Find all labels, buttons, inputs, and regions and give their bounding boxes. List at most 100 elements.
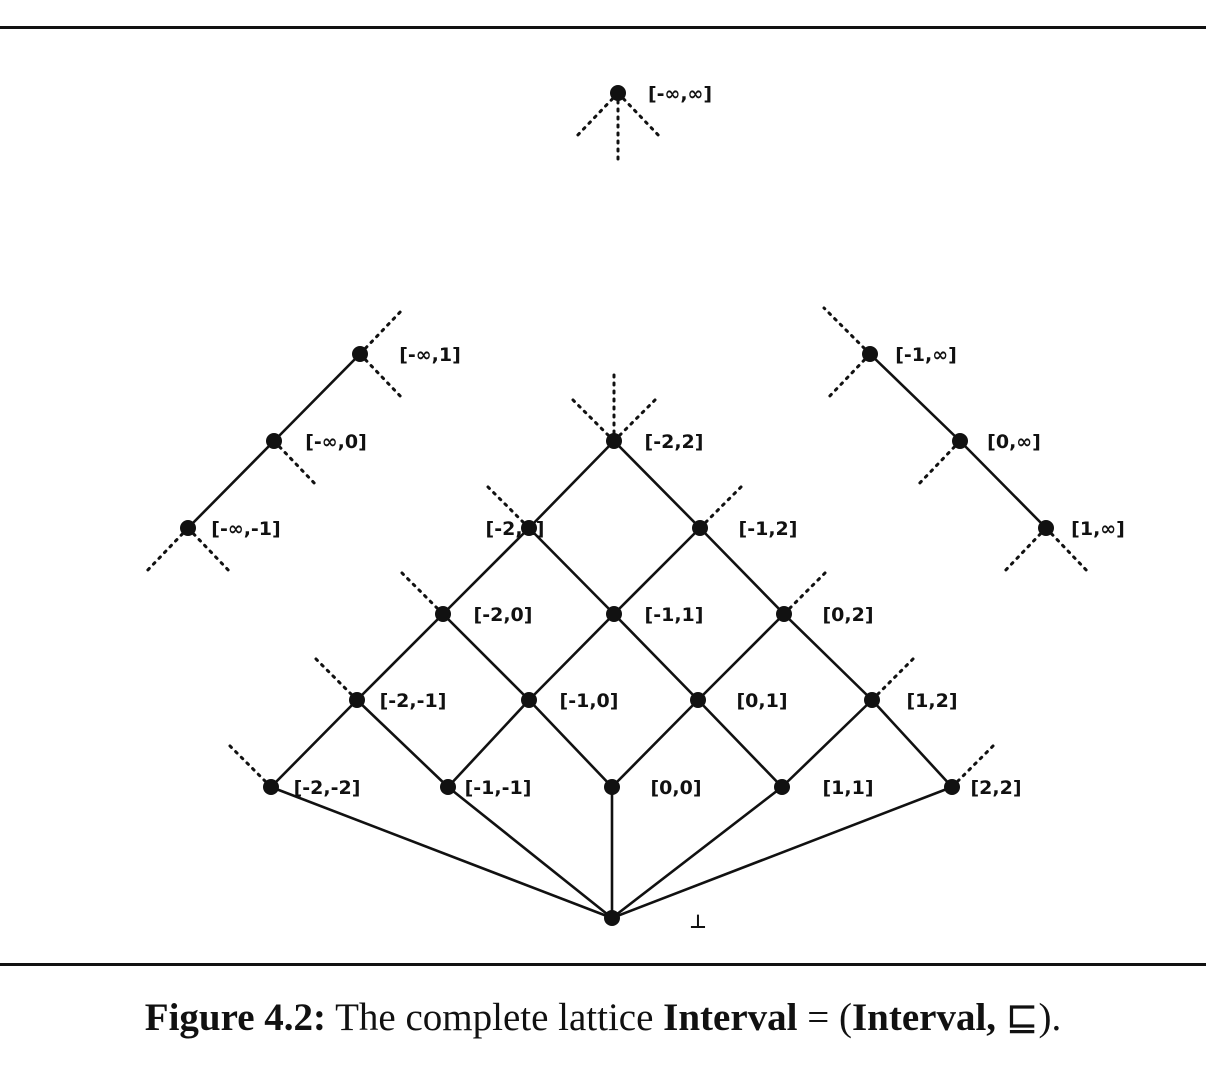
node-n_inf_m1 [180,520,196,536]
node-i_m2_2 [606,433,622,449]
node-i_2_2 [944,779,960,795]
edge-bottom-i_m1_m1 [447,785,613,920]
node-i_1_1 [774,779,790,795]
node-label-i_m2_2: [-2,2] [645,431,704,453]
dotted-stub-i_m2_2 [568,395,616,443]
node-label-i_1_2: [1,2] [906,690,957,712]
dotted-stub-n_inf_m1 [142,526,190,576]
node-i_m1_2 [692,520,708,536]
node-label-p_0_inf: [0,∞] [987,431,1041,453]
node-p_m1_inf [862,346,878,362]
edge-i_m1_0-i_m2_0 [442,613,530,701]
dotted-stub-n_inf_1 [358,306,406,356]
node-i_0_1 [690,692,706,708]
bottom-rule [0,963,1206,966]
edge-i_0_1-i_0_2 [697,613,785,701]
node-label-i_m2_1: [-2,1] [486,518,545,540]
node-label-i_1_1: [1,1] [822,777,873,799]
node-label-i_m1_m1: [-1,-1] [465,777,532,799]
node-label-i_m2_m2: [-2,-2] [294,777,361,799]
edge-i_m1_1-i_m1_2 [613,527,701,615]
node-label-i_2_2: [2,2] [970,777,1021,799]
node-label-i_0_1: [0,1] [736,690,787,712]
edge-i_m2_m1-i_m2_0 [356,613,444,701]
dotted-stub-n_inf_0 [272,439,320,489]
dotted-stub-top [572,91,620,141]
dotted-stub-p_0_inf [914,439,962,489]
node-label-i_0_2: [0,2] [822,604,873,626]
edge-i_1_1-i_1_2 [781,699,873,788]
continuation-stubs [142,91,1092,789]
node-i_1_2 [864,692,880,708]
edge-i_m1_1-i_m2_1 [528,527,615,615]
edge-i_0_0-i_m1_0 [528,699,613,788]
node-bottom [604,910,620,926]
dotted-stub-i_m1_2 [698,482,746,530]
edge-bottom-i_m2_m2 [270,785,613,920]
edge-i_m1_m1-i_m2_m1 [356,699,449,788]
node-label-p_m1_inf: [-1,∞] [895,344,957,366]
caption-equals: = [807,996,830,1039]
dotted-stub-i_m2_m2 [225,741,273,789]
edge-i_1_1-i_0_1 [697,699,783,788]
edge-i_m2_m2-i_m2_m1 [270,699,358,788]
top-rule [0,26,1206,29]
nodes [180,85,1054,926]
caption-open-paren: ( [838,996,852,1039]
node-i_m2_m1 [349,692,365,708]
dotted-stub-p_m1_inf [822,306,872,356]
node-label-i_m2_m1: [-2,-1] [380,690,447,712]
edge-i_m1_m1-i_m1_0 [447,699,530,788]
edge-i_m1_2-i_m2_2 [613,440,701,529]
dotted-stub-i_1_2 [870,654,918,702]
caption-close: ). [1038,996,1062,1039]
caption-order-symbol: ⊑ [1005,996,1039,1039]
dotted-stub-i_m2_2 [612,395,660,443]
node-i_m2_0 [435,606,451,622]
dotted-stub-n_inf_1 [358,352,406,402]
edges [187,353,1047,920]
node-n_inf_0 [266,433,282,449]
node-i_m1_1 [606,606,622,622]
edge-n_inf_m1-n_inf_0 [187,440,275,529]
node-i_0_2 [776,606,792,622]
node-label-n_inf_0: [-∞,0] [305,431,367,453]
caption-text: The complete lattice [335,996,654,1039]
node-i_m2_m2 [263,779,279,795]
node-label-bottom: ⊥ [689,911,706,933]
caption-name: Interval [663,996,798,1039]
caption-set: Interval [851,996,987,1039]
dotted-stub-n_inf_m1 [186,526,234,576]
node-label-i_0_0: [0,0] [650,777,701,799]
node-label-top: [-∞,∞] [648,83,712,105]
node-p_0_inf [952,433,968,449]
edge-i_m2_1-i_m2_2 [528,440,615,529]
figure-caption: Figure 4.2: The complete lattice Interva… [144,996,1062,1039]
node-label-n_inf_m1: [-∞,-1] [211,518,280,540]
dotted-stub-i_m2_m1 [311,654,359,702]
node-i_m1_m1 [440,779,456,795]
edge-p_0_inf-p_m1_inf [869,353,961,442]
edge-i_0_0-i_0_1 [611,699,699,788]
node-i_m1_0 [521,692,537,708]
node-label-i_m1_1: [-1,1] [645,604,704,626]
node-labels: [-∞,∞][-∞,1][-∞,0][-∞,-1][-1,∞][0,∞][1,∞… [211,83,1125,933]
node-i_0_0 [604,779,620,795]
edge-i_m2_0-i_m2_1 [442,527,530,615]
caption-figure-label: Figure 4.2 [144,996,314,1039]
node-n_inf_1 [352,346,368,362]
node-label-p_1_inf: [1,∞] [1071,518,1125,540]
node-label-i_m1_2: [-1,2] [739,518,798,540]
dotted-stub-top [616,91,664,141]
node-label-i_m2_0: [-2,0] [474,604,533,626]
edge-i_1_2-i_0_2 [783,613,873,701]
node-top [610,85,626,101]
node-label-i_m1_0: [-1,0] [560,690,619,712]
edge-i_0_2-i_m1_2 [699,527,785,615]
dotted-stub-i_m2_0 [397,568,445,616]
dotted-stub-i_0_2 [782,568,830,616]
dotted-stub-p_1_inf [1000,526,1048,576]
node-p_1_inf [1038,520,1054,536]
